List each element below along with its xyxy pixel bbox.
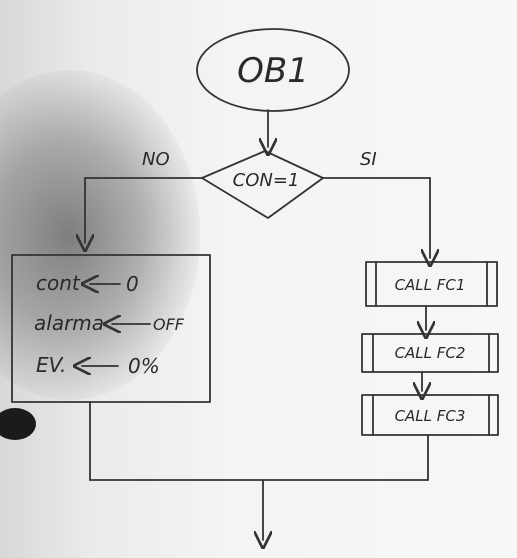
start-node bbox=[196, 28, 350, 112]
decision-node bbox=[201, 150, 324, 219]
no-row-1-val: 0 bbox=[126, 272, 139, 296]
no-row-2-val: OFF bbox=[153, 315, 185, 334]
call-fc3-label: CALL FC3 bbox=[395, 407, 466, 425]
start-label: OB1 bbox=[237, 51, 309, 91]
call-box-1: CALL FC1 bbox=[365, 261, 498, 307]
call-box-2: CALL FC2 bbox=[361, 333, 499, 373]
no-row-3-val: 0% bbox=[128, 354, 160, 378]
call-box-3: CALL FC3 bbox=[361, 394, 499, 436]
yes-branch-label: SI bbox=[360, 149, 377, 170]
no-row-1-var: cont bbox=[36, 271, 81, 295]
hole-punch-dot bbox=[0, 408, 36, 440]
call-fc2-label: CALL FC2 bbox=[395, 344, 466, 362]
no-branch-label: NO bbox=[142, 149, 170, 170]
no-action-box bbox=[11, 254, 211, 403]
no-row-3-var: EV. bbox=[36, 353, 66, 377]
no-row-2-var: alarma bbox=[34, 311, 104, 335]
decision-label: CON=1 bbox=[233, 170, 300, 191]
call-fc1-label: CALL FC1 bbox=[395, 276, 466, 294]
